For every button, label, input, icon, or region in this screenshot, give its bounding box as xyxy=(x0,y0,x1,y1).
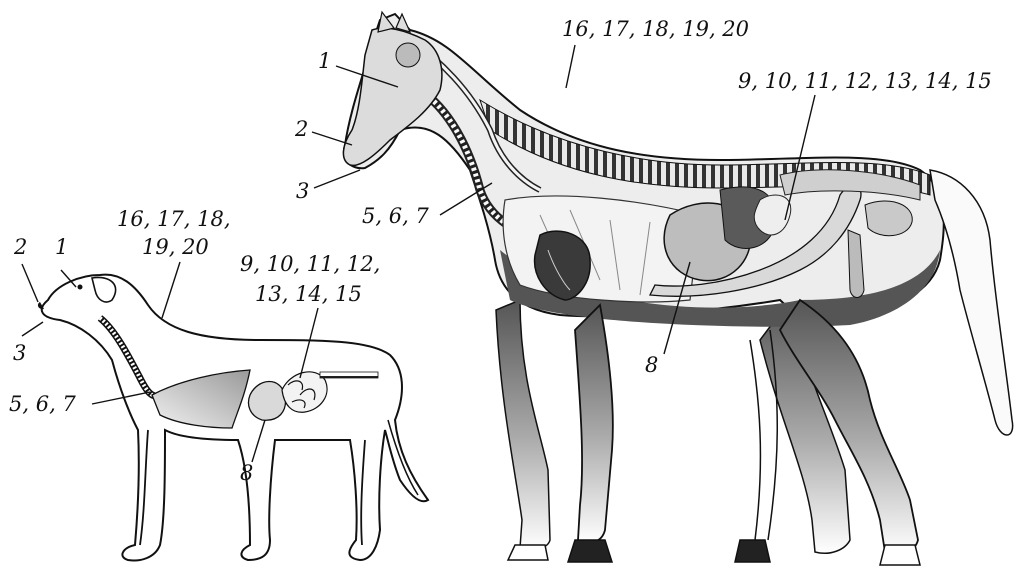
horse-label-8: 8 xyxy=(645,354,658,376)
horse-fore-leg-far xyxy=(496,300,550,550)
dog-colon xyxy=(320,372,378,378)
horse-brain xyxy=(396,43,420,67)
dog-label-9-12: 9, 10, 11, 12, xyxy=(240,253,380,275)
horse-hoof-3 xyxy=(735,540,770,562)
dog-label-16-18: 16, 17, 18, xyxy=(117,208,231,230)
horse-label-3: 3 xyxy=(296,180,309,202)
horse-label-16-20: 16, 17, 18, 19, 20 xyxy=(562,18,749,40)
dog-label-13-15: 13, 14, 15 xyxy=(255,283,362,305)
horse-hoof-1 xyxy=(508,545,548,560)
horse-hoof-4 xyxy=(880,545,920,565)
horse-hoof-2 xyxy=(568,540,612,562)
horse-label-5-6-7: 5, 6, 7 xyxy=(362,205,429,227)
dog-eye xyxy=(78,285,83,290)
dog-label-2: 2 xyxy=(14,236,27,258)
horse-fore-leg-near xyxy=(575,305,613,543)
dog-label-19-20: 19, 20 xyxy=(142,236,209,258)
horse-tail xyxy=(930,170,1013,435)
dog-illustration xyxy=(22,262,428,560)
horse-label-1: 1 xyxy=(318,50,331,72)
horse-label-9-15: 9, 10, 11, 12, 13, 14, 15 xyxy=(738,70,992,92)
dog-label-5-6-7: 5, 6, 7 xyxy=(9,393,76,415)
dog-label-3: 3 xyxy=(13,342,26,364)
dog-label-1: 1 xyxy=(55,236,68,258)
horse-bladder xyxy=(865,201,912,236)
horse-label-2: 2 xyxy=(295,118,308,140)
dog-label-8: 8 xyxy=(240,462,253,484)
